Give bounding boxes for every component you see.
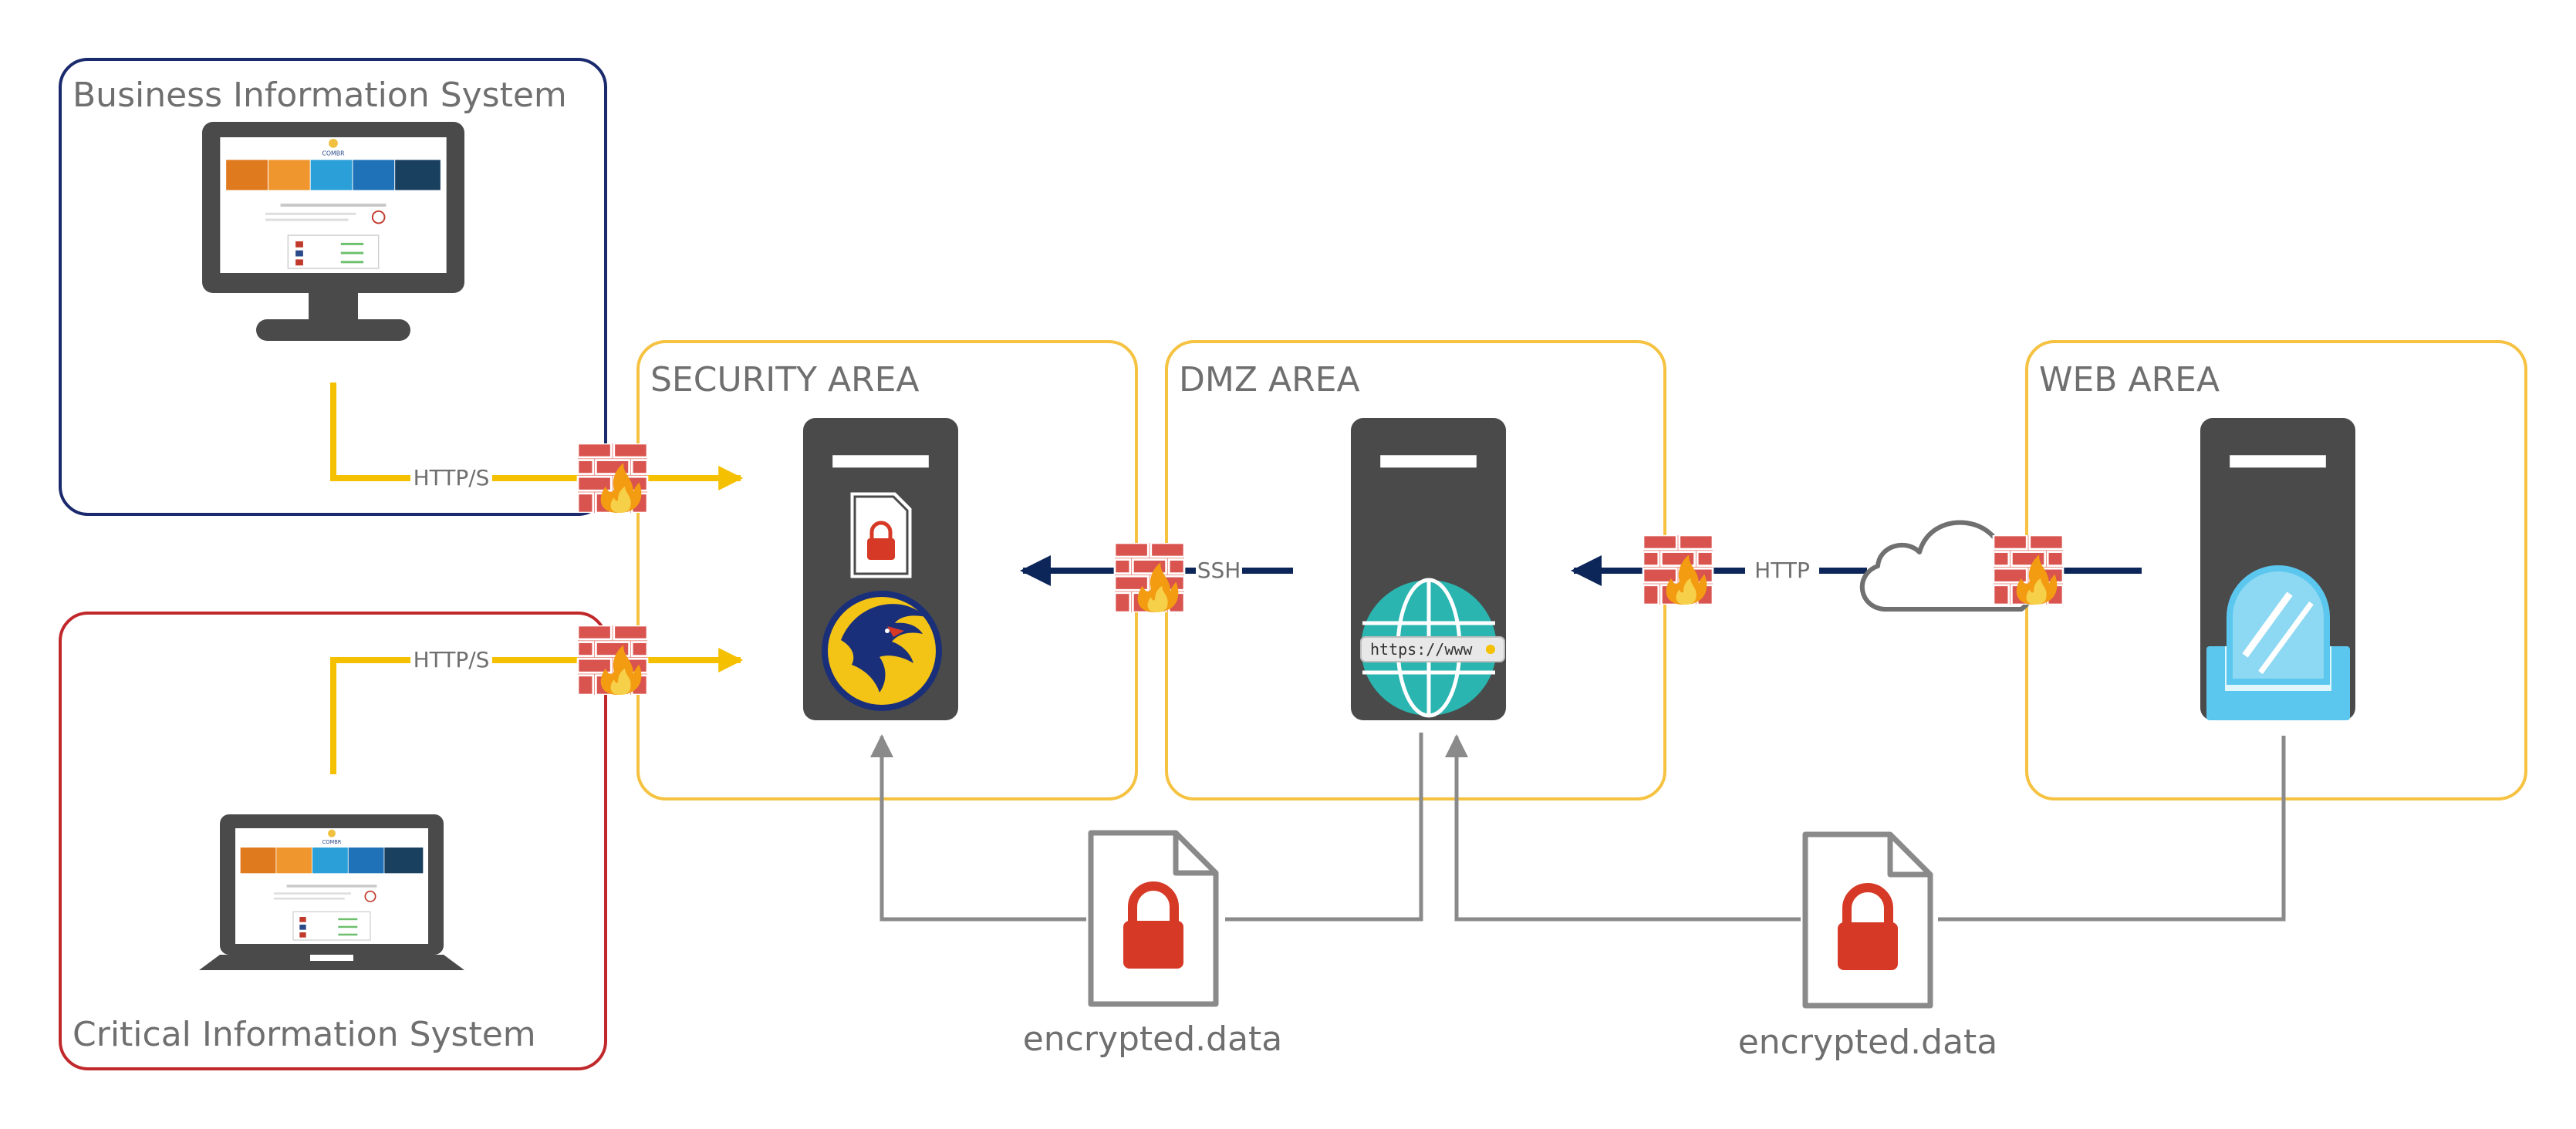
locked-file-icon — [1805, 834, 1930, 1006]
ssh-protocol-label: SSH — [1197, 558, 1241, 583]
locked-file-icon — [850, 492, 912, 578]
mirror-icon — [2206, 565, 2350, 720]
business-information-system-zone: Business Information System — [59, 58, 607, 516]
locked-file-icon — [1091, 833, 1216, 1004]
encrypted-data-label-left: encrypted.data — [1023, 1019, 1283, 1059]
encrypted-flow-left: encrypted.data — [870, 733, 1423, 1059]
web-server — [2200, 418, 2356, 720]
encrypted-flow-right: encrypted.data — [1445, 734, 2286, 1062]
firewall-icon-critical — [576, 625, 649, 695]
firewall-icon-web — [1992, 535, 2065, 605]
desktop-monitor-icon — [202, 122, 464, 341]
critical-link-protocol: HTTP/S — [414, 647, 490, 672]
firewall-icon-dmz-web — [1642, 535, 1714, 605]
firewall-icon-business — [576, 443, 649, 513]
business-zone-title: Business Information System — [73, 76, 567, 115]
globe-www-icon: https://www — [1360, 578, 1505, 718]
security-zone-title: SECURITY AREA — [650, 360, 920, 399]
critical-to-security-link: HTTP/S — [330, 645, 744, 774]
business-to-security-link: HTTP/S — [330, 383, 744, 492]
critical-zone-title: Critical Information System — [73, 1015, 536, 1054]
business-link-protocol: HTTP/S — [414, 465, 490, 490]
web-zone-title: WEB AREA — [2039, 360, 2220, 399]
http-protocol-label: HTTP — [1754, 558, 1810, 583]
firewall-icon-security-dmz — [1113, 543, 1186, 612]
security-area-zone: SECURITY AREA — [636, 340, 1138, 800]
critical-information-system-zone: Critical Information System — [59, 612, 607, 1070]
dmz-zone-title: DMZ AREA — [1179, 360, 1360, 399]
eagle-logo-icon — [822, 591, 942, 711]
encrypted-data-label-right: encrypted.data — [1738, 1023, 1998, 1062]
dmz-web-server: https://www — [1350, 418, 1507, 720]
browser-url-text: https://www — [1370, 640, 1473, 659]
security-server — [802, 418, 959, 720]
laptop-icon — [199, 814, 464, 970]
